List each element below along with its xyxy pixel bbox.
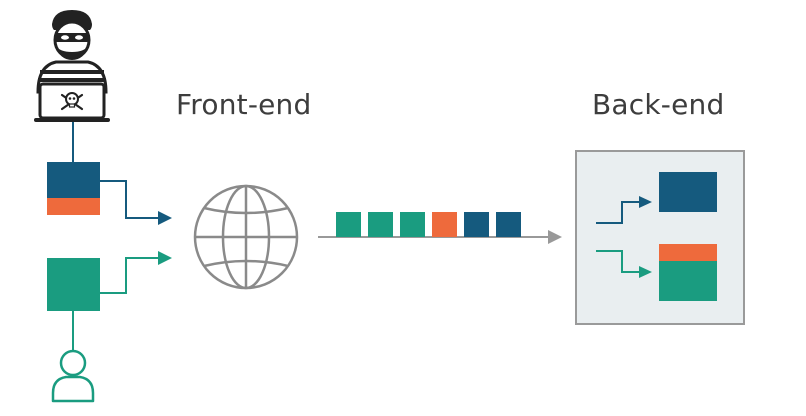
request-queue — [336, 212, 521, 237]
queue-packet-navy — [464, 212, 489, 237]
backend-mixed-block — [659, 244, 717, 301]
frontend-label: Front-end — [176, 88, 312, 121]
attacker-request-block — [47, 162, 100, 215]
backend-navy-route — [596, 196, 652, 224]
queue-packet-teal — [368, 212, 393, 237]
queue-packet-orange — [432, 212, 457, 237]
queue-packet-teal — [400, 212, 425, 237]
backend-teal-route — [596, 250, 652, 278]
user-icon — [51, 349, 95, 403]
queue-packet-teal — [336, 212, 361, 237]
backend-navy-block — [659, 172, 717, 212]
user-arrow — [100, 251, 172, 294]
backend-label: Back-end — [592, 88, 725, 121]
user-request-block — [47, 258, 100, 311]
hacker-icon — [34, 10, 110, 122]
queue-packet-navy — [496, 212, 521, 237]
attacker-arrow — [100, 180, 172, 225]
globe-icon — [193, 184, 299, 290]
backend-server — [575, 150, 745, 325]
